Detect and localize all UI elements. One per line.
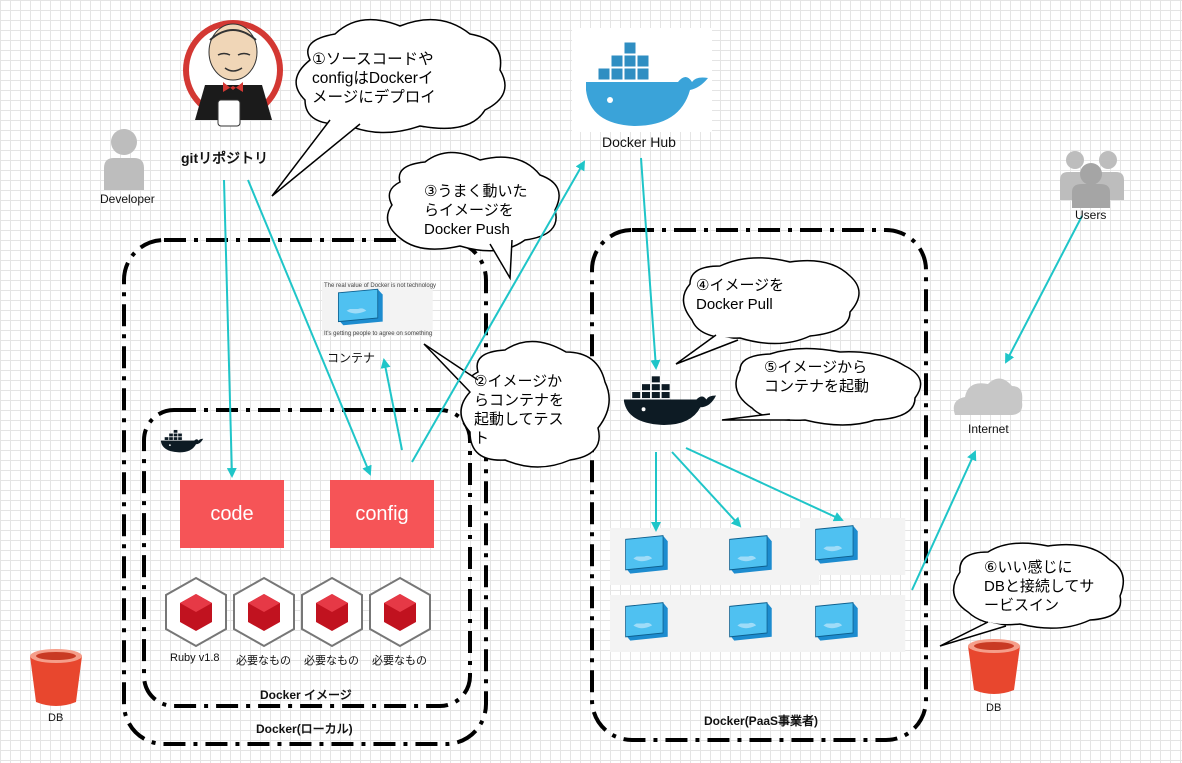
developer-label: Developer [100,192,155,206]
paas-container-1 [609,527,716,586]
bubble-6-service: ⑥いい感じに DBと接続してサ ービスイン [984,559,1095,614]
bubble-1-deploy: ①ソースコードや configはDockerイ メージにデプロイ [312,51,436,106]
docker-image-label: Docker イメージ [260,688,352,702]
db-right-label: DB [986,702,1002,714]
bubble-2-test: ②イメージか らコンテナを 起動してテス ト [474,373,565,447]
package-label-2: 必要なもの [236,655,291,667]
bubble-5-start: ⑤イメージから コンテナを起動 [764,359,870,395]
docker-engine-whale-icon [623,375,717,426]
package-label-3: 必要なもの [304,655,359,667]
code-box: code [180,480,284,548]
docker-paas-label: Docker(PaaS事業者) [704,714,819,728]
paas-container-4 [609,594,716,653]
container-caption-top: The real value of Docker is not technolo… [324,283,437,289]
git-repo-label: gitリポジトリ [181,150,269,166]
bubble-4-pull: ④イメージを Docker Pull [696,277,785,313]
internet-label: Internet [968,422,1009,436]
package-label-1: Ruby v1.8 [170,652,220,664]
users-icon [1060,151,1124,208]
container-caption-bottom: It's getting people to agree on somethin… [324,331,433,337]
docker-local-boundary [122,238,488,746]
docker-image-whale-icon [160,429,204,453]
config-box: config [330,480,434,548]
speech-bubbles [271,18,1125,647]
paas-container-6 [799,594,906,653]
local-container-thumbnail [321,281,434,337]
users-label: Users [1075,208,1107,222]
docker-local-label: Docker(ローカル) [256,722,353,736]
internet-cloud-icon [953,378,1023,415]
flow-arrows [223,157,1083,591]
docker-hub-label: Docker Hub [602,134,676,150]
package-label-4: 必要なもの [372,655,427,667]
db-left-bucket-icon [30,649,82,706]
docker-image-boundary [142,408,472,708]
package-icons [165,576,431,648]
bubble-3-push: ③うまく動いた らイメージを Docker Push [424,183,528,238]
paas-container-3 [799,517,906,576]
db-left-label: DB [48,712,64,724]
git-mascot-icon [183,20,283,127]
db-right-bucket-icon [968,639,1020,694]
developer-icon [104,129,144,190]
docker-paas-boundary [590,228,928,742]
container-label: コンテナ [327,351,376,365]
docker-hub-icon [572,28,712,132]
